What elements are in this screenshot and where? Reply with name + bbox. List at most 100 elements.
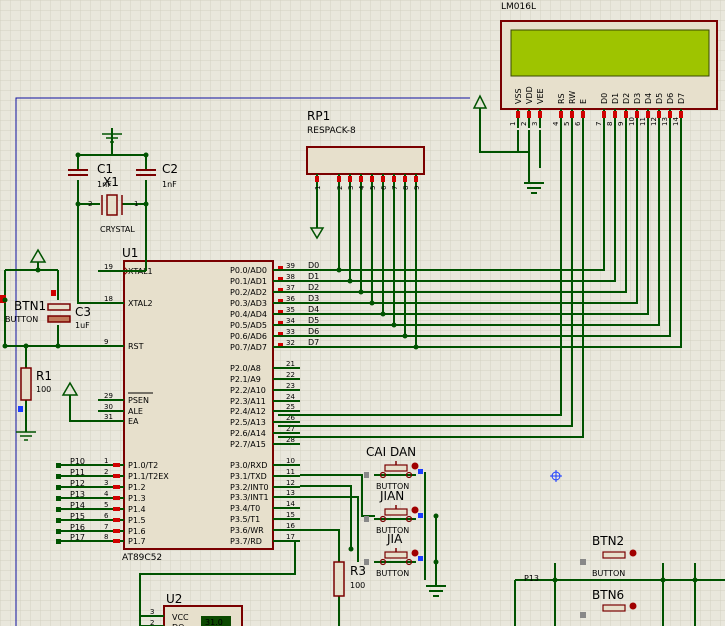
u1-right-pin-number: 38	[286, 273, 295, 281]
btn6-ref: BTN6	[592, 588, 624, 602]
lcd-pins: VSS1VDD2VEE3RS4RW5E6D07D18D29D310D411D51…	[509, 86, 686, 128]
junction-dot	[380, 311, 386, 317]
power-arrow	[29, 248, 47, 263]
junction-dot	[391, 322, 397, 328]
u1-right-pin-number: 12	[286, 479, 295, 487]
u1-right-pin-number: 14	[286, 500, 295, 508]
junction-dot	[692, 577, 698, 583]
lcd-pin-number: 10	[628, 117, 636, 126]
p1-net-label: P11	[70, 468, 85, 477]
rp1-pin-marker	[337, 176, 341, 182]
button-marker	[418, 469, 423, 474]
p1-net-label: P17	[70, 533, 85, 542]
button-value: BUTTON	[376, 569, 409, 578]
btn2-value: BUTTON	[592, 569, 625, 578]
button-indicator	[411, 462, 419, 470]
lcd-screen	[510, 29, 710, 77]
u1-right-pin-number: 24	[286, 393, 295, 401]
u1-right-pin-number: 35	[286, 306, 295, 314]
lcd-pin-label: VEE	[536, 88, 545, 104]
btn6-pin	[580, 612, 586, 618]
junction-dot	[358, 289, 364, 295]
rp1-pin-number: 5	[369, 186, 377, 190]
rp1-pin-marker	[392, 176, 396, 182]
button-contact	[379, 515, 387, 523]
btn2-indicator	[629, 549, 637, 557]
p1-terminal	[56, 496, 61, 501]
u1-right-pin-name: P0.4/AD4	[230, 310, 267, 319]
button-contact	[379, 471, 387, 479]
u1-pin-marker	[278, 321, 283, 325]
lcd-pin-number: 1	[509, 122, 517, 126]
rp1-pin-marker	[370, 176, 374, 182]
data-net-label: D1	[308, 272, 319, 281]
lcd-pin-label: D1	[611, 93, 620, 104]
u1-left-pin-number: 6	[104, 512, 109, 520]
button-ref: CAI DAN	[366, 445, 416, 459]
u1-ref: U1	[122, 246, 138, 260]
sheet-border	[15, 97, 470, 626]
junction-dot	[336, 267, 342, 273]
u1-right-pin-name: P0.3/AD3	[230, 299, 267, 308]
data-net-label: D6	[308, 327, 319, 336]
r3-value: 100	[350, 581, 365, 590]
lcd-pin-marker	[635, 111, 639, 118]
p1-terminal	[56, 539, 61, 544]
u1-left-pin-name: P1.2	[128, 483, 146, 492]
data-net-label: D4	[308, 305, 319, 314]
btn6-indicator	[629, 602, 637, 610]
button-pin	[364, 559, 369, 565]
u1-left-pin-name: EA	[128, 417, 139, 426]
u1-right-pin-number: 26	[286, 414, 295, 422]
p1-net-label: P14	[70, 501, 85, 510]
lcd-pin-label: D2	[622, 93, 631, 104]
lcd-lm016l[interactable]: LM016L VSS1VDD2VEE3RS4RW5E6D07D18D29D310…	[500, 2, 718, 128]
u1-right-pin-number: 23	[286, 382, 295, 390]
u1-pin-marker	[113, 463, 120, 467]
data-net-label: D0	[308, 261, 319, 270]
u1-pin-marker	[113, 485, 120, 489]
p1-terminal	[56, 463, 61, 468]
u1-right-pin-name: P3.4/T0	[230, 504, 260, 513]
lcd-pin-number: 14	[672, 117, 680, 126]
u1-right-pin-name: P2.6/A14	[230, 429, 266, 438]
junction-dot	[402, 333, 408, 339]
lcd-pin-label: D3	[633, 93, 642, 104]
u1-left-pin-number: 18	[104, 295, 113, 303]
lcd-pin-marker	[657, 111, 661, 118]
p1-terminal	[56, 474, 61, 479]
lcd-pin-number: 2	[520, 122, 528, 126]
u1-left-pin-number: 9	[104, 338, 108, 346]
u1-at89c52[interactable]: U1 AT89C52 XTAL119XTAL218RST9PSEN29ALE30…	[98, 246, 300, 563]
u1-right-pin-name: P3.3/INT1	[230, 493, 269, 502]
lcd-pin-label: VSS	[514, 88, 523, 104]
data-net-label: D5	[308, 316, 319, 325]
r3-body	[333, 561, 345, 597]
u1-right-pin-number: 39	[286, 262, 295, 270]
p1-terminal	[56, 485, 61, 490]
junction-dot	[143, 152, 149, 158]
lcd-pin-number: 9	[617, 122, 625, 126]
u1-left-pin-number: 1	[104, 457, 108, 465]
u1-pin-marker	[278, 299, 283, 303]
junction-dot	[433, 559, 439, 565]
p1-net-label: P13	[70, 490, 85, 499]
u1-pin-marker	[113, 507, 120, 511]
u1-left-pin-number: 19	[104, 263, 113, 271]
button-marker	[418, 556, 423, 561]
u1-right-pin-name: P2.4/A12	[230, 407, 266, 416]
u1-left-pin-name: P1.7	[128, 537, 146, 546]
u1-left-pin-name: P1.1/T2EX	[128, 472, 169, 481]
c1-value: 1nF	[97, 180, 112, 189]
lcd-pin-number: 7	[595, 122, 603, 126]
rp1-pin-number: 3	[347, 186, 355, 190]
u1-right-pin-number: 11	[286, 468, 295, 476]
lcd-pin-label: VDD	[525, 86, 534, 104]
junction-dot	[75, 152, 81, 158]
generated-parts: P10P11P12P13P14P15P16P17D0D1D2D3D4D5D6D7…	[0, 94, 698, 626]
u1-right-pin-number: 28	[286, 436, 295, 444]
lcd-pin-marker	[538, 111, 542, 118]
